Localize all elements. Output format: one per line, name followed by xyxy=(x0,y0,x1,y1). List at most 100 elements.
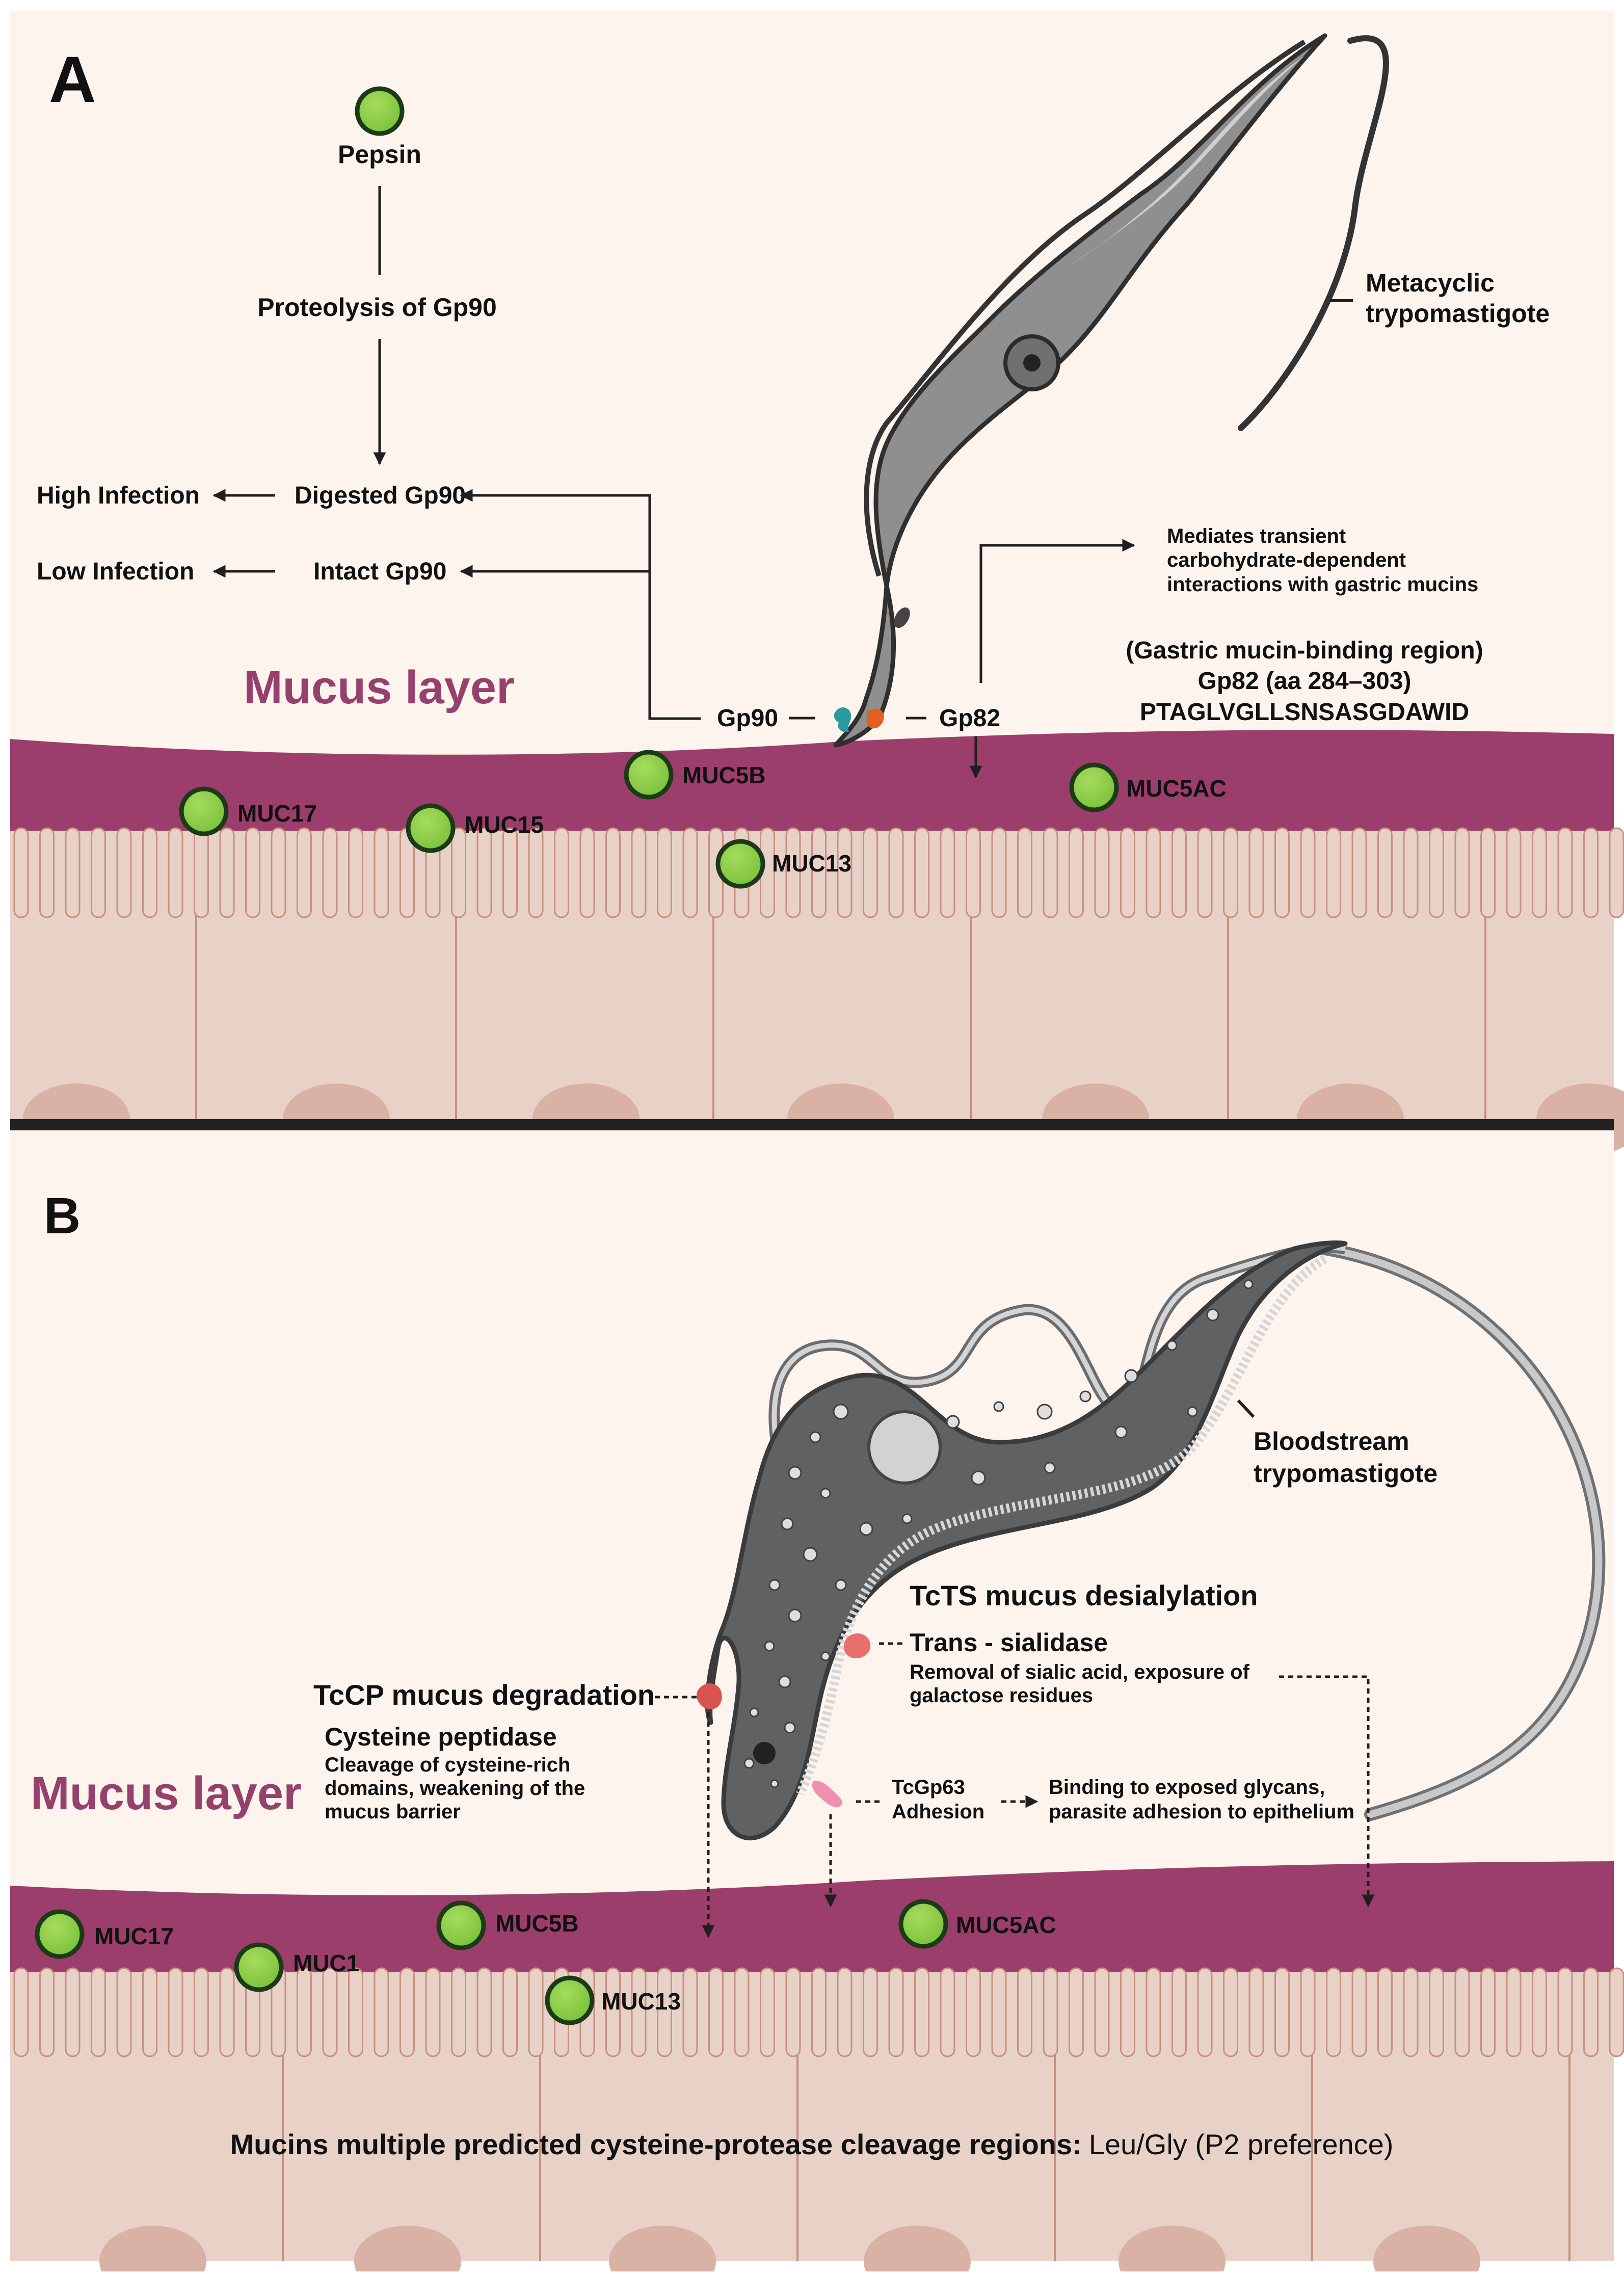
microvillus xyxy=(991,1967,1007,2057)
microvillus xyxy=(1480,827,1496,918)
intact-gp90-label: Intact Gp90 xyxy=(313,558,446,585)
microvillus xyxy=(1094,827,1110,918)
microvillus xyxy=(1017,1967,1032,2057)
vesicle xyxy=(1079,1390,1091,1403)
microvillus xyxy=(1223,1967,1238,2057)
bloodstream-label-line2: trypomastigote xyxy=(1254,1459,1437,1488)
vesicle xyxy=(820,1651,831,1661)
panel-b-letter: B xyxy=(44,1187,81,1245)
microvillus xyxy=(1274,1967,1290,2057)
microvillus xyxy=(348,1967,363,2057)
microvillus xyxy=(1197,1967,1213,2057)
microvillus xyxy=(168,827,183,918)
microvillus xyxy=(1454,1967,1470,2057)
microvillus xyxy=(785,1967,801,2057)
cell-nucleus xyxy=(864,2226,971,2274)
cell-nucleus xyxy=(99,2226,206,2274)
cysteine-peptidase-label: Cysteine peptidase xyxy=(325,1723,557,1751)
microvillus xyxy=(734,1967,750,2057)
microvillus xyxy=(245,827,260,918)
mucin-muc17-a: MUC17 xyxy=(179,786,317,836)
microvillus xyxy=(476,1967,492,2057)
microvillus xyxy=(297,827,312,918)
vesicle xyxy=(749,1707,759,1717)
microvillus xyxy=(374,827,389,918)
high-infection-label: High Infection xyxy=(37,482,200,509)
microvillus xyxy=(1017,827,1032,918)
microvillus xyxy=(116,1967,132,2057)
panel-b: B Bloodstream trypomastigote TcTS mucus … xyxy=(10,1130,1624,2274)
microvillus xyxy=(554,827,569,918)
mediates-line2: carbohydrate-dependent xyxy=(1167,549,1406,571)
microvillus xyxy=(297,1967,312,2057)
vesicle xyxy=(788,1466,802,1480)
mucin-label: MUC15 xyxy=(464,811,544,838)
microvillus xyxy=(374,1967,389,2057)
vesicle xyxy=(1036,1404,1053,1420)
microvillus xyxy=(811,1967,827,2057)
mucin-label: MUC17 xyxy=(237,800,317,827)
mucin-label: MUC1 xyxy=(293,1950,359,1976)
vesicle xyxy=(784,1722,796,1734)
tcgp63-label: TcGp63 xyxy=(892,1776,965,1799)
vesicle xyxy=(1044,1462,1056,1474)
microvillus xyxy=(1351,1967,1367,2057)
mucin-muc13-a: MUC13 xyxy=(715,839,851,889)
microvillus xyxy=(39,827,55,918)
microvillus xyxy=(476,827,492,918)
panel-b-mucus-band xyxy=(10,1861,1614,1972)
adhesion-label: Adhesion xyxy=(892,1801,984,1823)
mucin-label: MUC17 xyxy=(94,1923,174,1949)
cleavage-footnote-regular: Leu/Gly (P2 preference) xyxy=(1089,2128,1394,2160)
microvillus xyxy=(1532,827,1547,918)
tcgp63-enzyme-icon xyxy=(812,1781,842,1808)
microvillus xyxy=(1429,827,1444,918)
cell-nucleus xyxy=(609,2226,716,2274)
panel-a: A Pepsin Proteolysis of Gp90 Digested Gp… xyxy=(10,11,1624,1155)
mucin-icon xyxy=(35,1909,85,1959)
microvillus xyxy=(1069,1967,1084,2057)
vesicle xyxy=(1114,1425,1128,1439)
cleavage-footnote: Mucins multiple predicted cysteine-prote… xyxy=(230,2128,1394,2160)
mucin-icon xyxy=(436,1900,486,1950)
microvillus xyxy=(657,1967,672,2057)
mucin-icon xyxy=(545,1975,595,2025)
ts-arrow xyxy=(1279,1675,1375,1908)
vesicle xyxy=(788,1608,802,1623)
microvillus xyxy=(605,827,621,918)
microvillus xyxy=(13,1967,29,2057)
microvillus xyxy=(219,827,235,918)
microvillus xyxy=(425,1967,441,2057)
microvillus xyxy=(863,1967,878,2057)
metacyclic-membrane xyxy=(864,39,1306,577)
panel-b-epithelium xyxy=(10,1861,1624,2274)
microvillus xyxy=(760,1967,775,2057)
vesicle xyxy=(993,1401,1004,1412)
microvillus xyxy=(271,827,286,918)
microvillus xyxy=(194,1967,209,2057)
metacyclic-flagellum xyxy=(1238,35,1389,431)
microvillus xyxy=(194,827,209,918)
bloodstream-label-line1: Bloodstream xyxy=(1254,1427,1409,1456)
gp90-protein-icon xyxy=(834,707,851,732)
vesicle xyxy=(781,1517,794,1530)
mucin-muc17-b: MUC17 xyxy=(35,1909,174,1959)
region-line1: (Gastric mucin-binding region) xyxy=(1126,637,1483,664)
metacyclic-trypomastigote xyxy=(833,33,1389,748)
metacyclic-label-line1: Metacyclic xyxy=(1366,269,1495,297)
mucin-muc1-b: MUC1 xyxy=(234,1942,359,1992)
microvillus xyxy=(605,1967,621,2057)
microvillus xyxy=(1377,827,1393,918)
microvillus xyxy=(837,1967,853,2057)
microvillus xyxy=(1146,1967,1161,2057)
mucin-label: MUC5AC xyxy=(956,1912,1056,1938)
microvillus xyxy=(1248,827,1264,918)
pepsin-label: Pepsin xyxy=(338,140,421,169)
panel-b-microvilli xyxy=(13,1967,1624,2057)
microvillus xyxy=(528,827,544,918)
cell-nucleus xyxy=(354,2226,461,2274)
tccp-enzyme-icon xyxy=(697,1683,722,1710)
microvillus xyxy=(1172,827,1187,918)
microvillus xyxy=(914,827,929,918)
